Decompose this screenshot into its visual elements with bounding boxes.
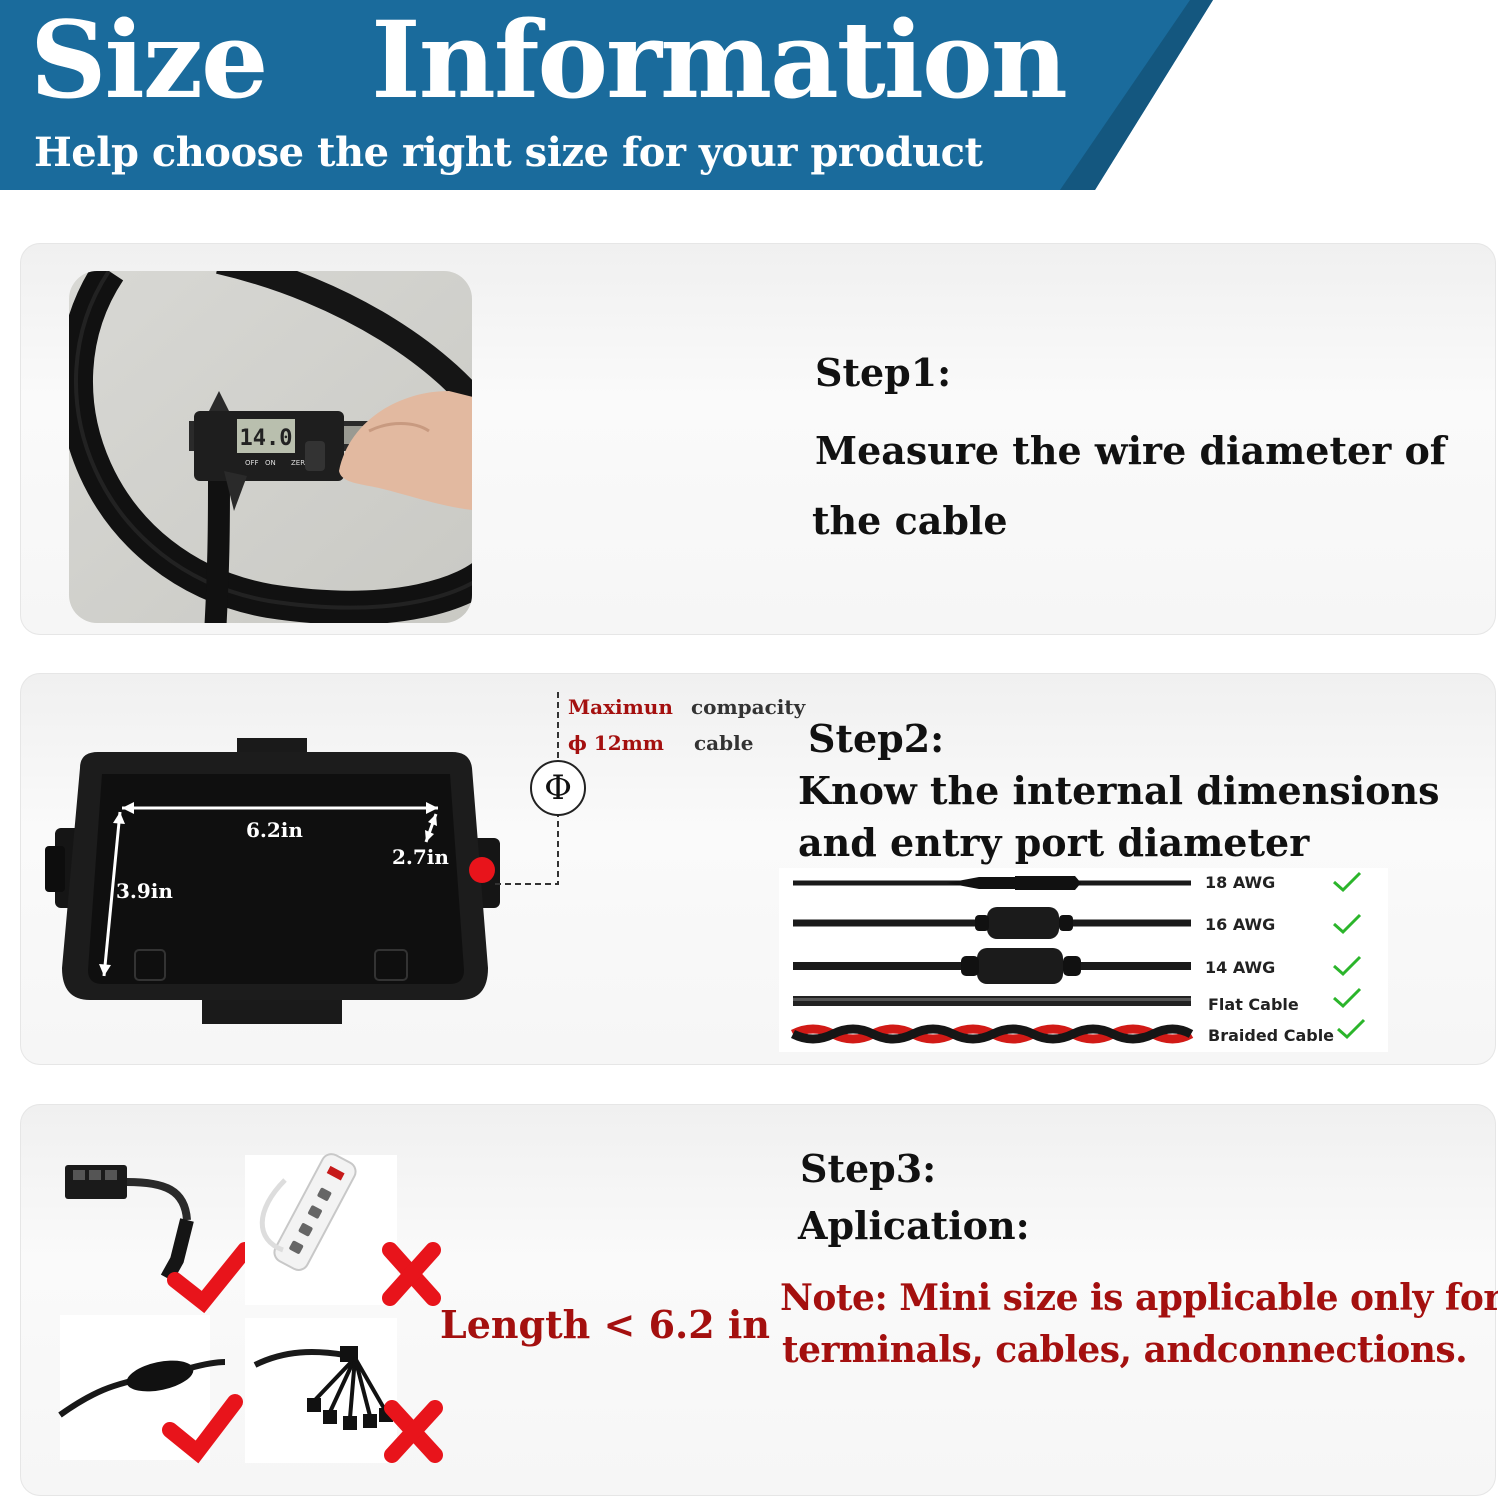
header-banner	[0, 0, 1213, 190]
check-mark-icon	[162, 1394, 243, 1464]
step3-note-line2: terminals, cables, andconnections.	[782, 1329, 1468, 1371]
step2-heading: Step2:	[808, 716, 945, 761]
cable-label-14awg: 14 AWG	[1205, 958, 1276, 977]
check-mark-icon	[167, 1242, 253, 1314]
step2-line2: and entry port diameter	[798, 820, 1310, 865]
step1-heading: Step1:	[815, 350, 952, 395]
page-subtitle: Help choose the right size for your prod…	[34, 129, 983, 176]
svg-text:OFF: OFF	[245, 459, 259, 467]
svg-text:ZERO: ZERO	[291, 459, 311, 467]
phi-symbol: Φ	[544, 768, 572, 808]
cable-checkmarks	[1333, 871, 1366, 1040]
box-depth-label: 2.7in	[392, 845, 449, 869]
diameter-label: cable	[694, 731, 754, 755]
junction-box-photo	[45, 738, 500, 1024]
cable-label-18awg: 18 AWG	[1205, 873, 1276, 892]
cable-label-16awg: 16 AWG	[1205, 915, 1276, 934]
cable-types-drawing	[790, 876, 1194, 1044]
check-icon	[1337, 1018, 1366, 1040]
step3-subheading: Aplication:	[798, 1203, 1030, 1248]
page-title: Size Information	[30, 0, 1068, 122]
step1-line1: Measure the wire diameter of	[815, 428, 1447, 473]
step2-line1: Know the internal dimensions	[798, 768, 1440, 813]
box-width-label: 6.2in	[246, 818, 303, 842]
diameter-label-red: ϕ 12mm	[568, 731, 664, 755]
capacity-label-red: Maximun	[568, 695, 673, 719]
caliper-reading: 14.0	[240, 426, 293, 451]
cable-types-panel	[779, 868, 1388, 1052]
cable-label-braided: Braided Cable	[1208, 1026, 1335, 1045]
length-note: Length < 6.2 in	[440, 1302, 770, 1347]
step3-heading: Step3:	[800, 1146, 937, 1191]
port-leader-line	[495, 690, 559, 885]
check-icon	[1333, 913, 1362, 935]
check-icon	[1333, 987, 1362, 1009]
capacity-label: compacity	[691, 695, 806, 719]
check-icon	[1333, 871, 1362, 893]
check-icon	[1333, 955, 1362, 977]
application-thumbnails	[58, 1153, 443, 1464]
svg-text:ON: ON	[265, 459, 276, 467]
x-mark-icon	[382, 1242, 441, 1306]
x-mark-icon	[384, 1400, 443, 1463]
box-height-label: 3.9in	[116, 879, 173, 903]
caliper-measurement-photo: 14.0 OFF ON ZERO	[69, 271, 472, 623]
phi-symbol-circle: Φ	[530, 760, 586, 816]
step1-line2: the cable	[812, 498, 1008, 543]
cable-label-flat: Flat Cable	[1208, 995, 1299, 1014]
step3-note-line1: Note: Mini size is applicable only for	[780, 1277, 1498, 1319]
